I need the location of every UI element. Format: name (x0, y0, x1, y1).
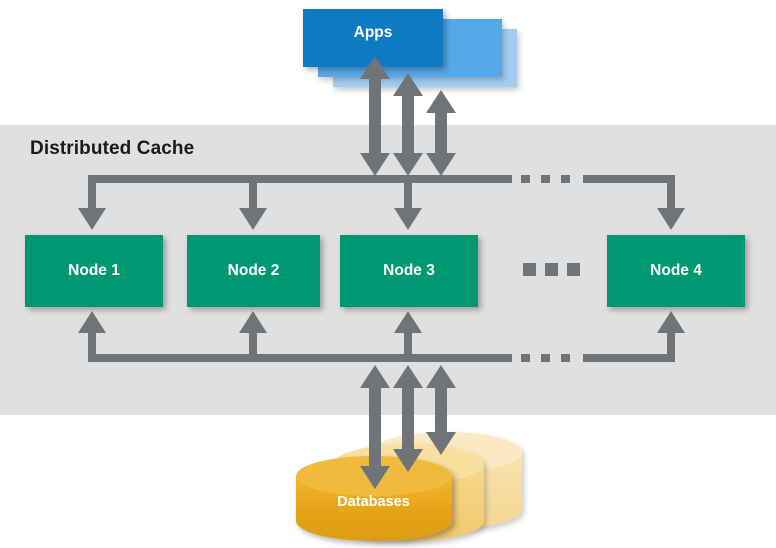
node-ellipsis-dot-3 (567, 263, 580, 276)
bottom-bus-ellipsis-dot-3 (561, 354, 570, 362)
node-box-4[interactable] (607, 235, 745, 307)
apps-box-front (303, 9, 443, 67)
node-row-ellipsis (523, 263, 580, 276)
node-box-2[interactable] (187, 235, 320, 307)
node-rise-3 (394, 311, 422, 362)
arrow-apps-cache-1 (360, 56, 390, 176)
node-ellipsis-dot-1 (523, 263, 536, 276)
node-rise-2 (239, 311, 267, 362)
arrow-cache-db-1-head-overlay (360, 440, 390, 489)
node-rise-4 (657, 311, 685, 362)
node-box-1[interactable] (25, 235, 163, 307)
apps-stack[interactable] (303, 9, 517, 87)
bus-drop-node-3 (394, 175, 422, 230)
node-ellipsis-dot-2 (545, 263, 558, 276)
arrow-cache-db-3-head-overlay (426, 415, 456, 455)
bus-drop-node-1 (78, 175, 106, 230)
arrow-cache-db-2-head-overlay (393, 430, 423, 472)
bus-drop-node-4 (657, 175, 685, 230)
bus-drop-node-2 (239, 175, 267, 230)
node-box-3[interactable] (340, 235, 478, 307)
top-bus-line (88, 175, 671, 183)
top-bus-ellipsis-dot-2 (541, 175, 550, 183)
arrow-apps-cache-2 (393, 73, 423, 176)
databases-stack[interactable] (296, 432, 522, 541)
bottom-bus-ellipsis-dot-1 (521, 354, 530, 362)
top-bus-ellipsis-dot-1 (521, 175, 530, 183)
bottom-bus-ellipsis-dot-2 (541, 354, 550, 362)
arrow-apps-cache-3 (426, 90, 456, 176)
bottom-bus-line (88, 354, 671, 362)
node-rise-1 (78, 311, 106, 362)
top-bus-ellipsis-dot-3 (561, 175, 570, 183)
